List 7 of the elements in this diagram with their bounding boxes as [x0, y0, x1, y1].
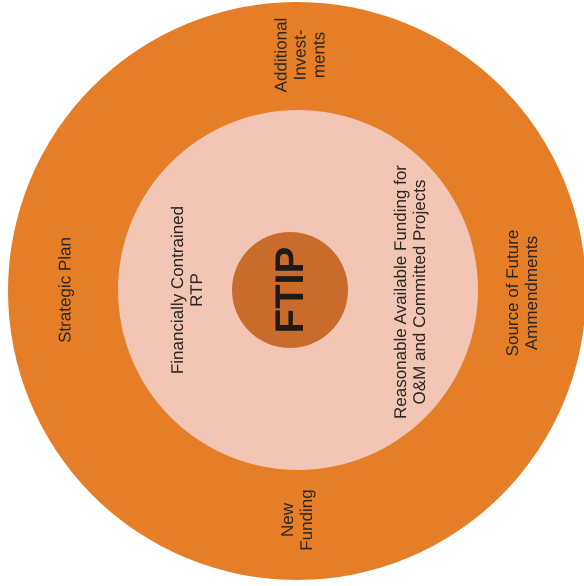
circle-label: Financially Contrained RTP: [168, 204, 206, 376]
center-title: FTIP: [268, 246, 312, 336]
circle-label: Reasonable Available Funding for O&M and Committed Projects: [391, 164, 429, 421]
circle-label: Source of Future Ammendments: [503, 228, 541, 358]
circle-label: Strategic Plan: [56, 236, 74, 345]
circle-label: New Funding: [278, 488, 316, 553]
circle-label: Additional Invest- ments: [272, 16, 328, 94]
